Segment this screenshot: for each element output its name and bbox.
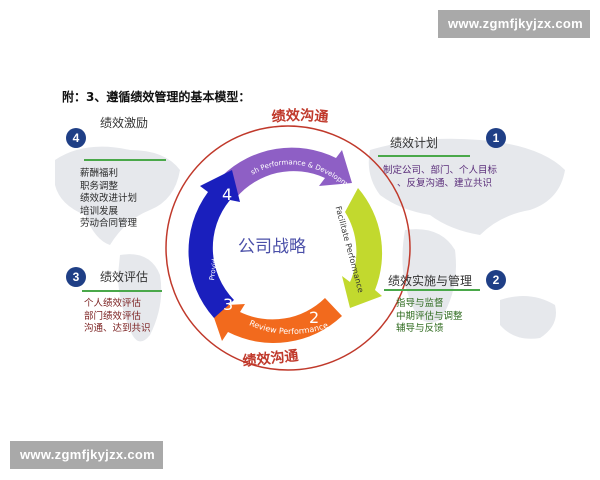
section-3-items: 个人绩效评估 部门绩效评估 沟通、达到共识 (84, 298, 151, 336)
list-item: 辅导与反馈 (396, 323, 444, 335)
ring-number-4: 4 (222, 185, 232, 204)
list-item: 绩效改进计划 (80, 193, 138, 205)
world-map-background (55, 138, 565, 342)
watermark-bottom: www.zgmfjkyjzx.com (10, 441, 163, 469)
list-item: 指导与监督 (396, 298, 444, 309)
list-item: 薪酬福利 (80, 168, 119, 179)
section-2-title: 绩效实施与管理 (388, 274, 473, 288)
list-item: 制定公司、部门、个人目标 (383, 165, 498, 176)
list-item: 个人绩效评估 (84, 298, 142, 309)
ring-number-1: 1 (322, 187, 332, 206)
section-3-badge: 3 (66, 267, 86, 287)
list-item: 职务调整 (80, 180, 119, 192)
section-4-underline (84, 159, 166, 161)
section-1-title: 绩效计划 (390, 136, 439, 150)
list-item: 中期评估与调整 (396, 310, 463, 322)
section-1-underline (378, 155, 470, 157)
ring-segment-blue (188, 170, 240, 318)
arc-label-bottom: 绩效沟通 (242, 347, 299, 370)
list-item: 部门绩效评估 (84, 310, 142, 322)
ring-segment-orange (210, 298, 342, 344)
outer-cycle-ring (165, 125, 411, 371)
section-2-items: 指导与监督 中期评估与调整 辅导与反馈 (396, 298, 463, 336)
list-item: 劳动合同管理 (80, 218, 138, 230)
arc-label-top: 绩效沟通 (271, 107, 329, 126)
list-item: 、反复沟通、建立共识 (397, 177, 493, 189)
list-item: 沟通、达到共识 (84, 323, 151, 335)
page-heading: 附：3、遵循绩效管理的基本模型： (62, 90, 251, 104)
ring-segment-purple (222, 147, 352, 198)
section-1-badge: 1 (486, 128, 506, 148)
watermark-top: www.zgmfjkyjzx.com (438, 10, 590, 38)
section-4-badge: 4 (66, 128, 86, 148)
section-1-items: 制定公司、部门、个人目标 、反复沟通、建立共识 (383, 165, 497, 190)
list-item: 培训发展 (80, 205, 119, 217)
ring-label-purple: Establish Performance & Development Plan (0, 0, 353, 191)
ring-number-2: 2 (309, 308, 319, 327)
section-2-badge: 2 (486, 270, 506, 290)
section-3-title: 绩效评估 (100, 270, 149, 284)
ring-number-3: 3 (223, 295, 233, 314)
section-4-items: 薪酬福利 职务调整 绩效改进计划 培训发展 劳动合同管理 (80, 168, 137, 231)
section-3-underline (82, 290, 162, 292)
ring-segment-green (342, 188, 383, 308)
section-2-underline (384, 289, 480, 291)
section-4-title: 绩效激励 (100, 116, 149, 130)
center-label: 公司战略 (238, 237, 306, 257)
